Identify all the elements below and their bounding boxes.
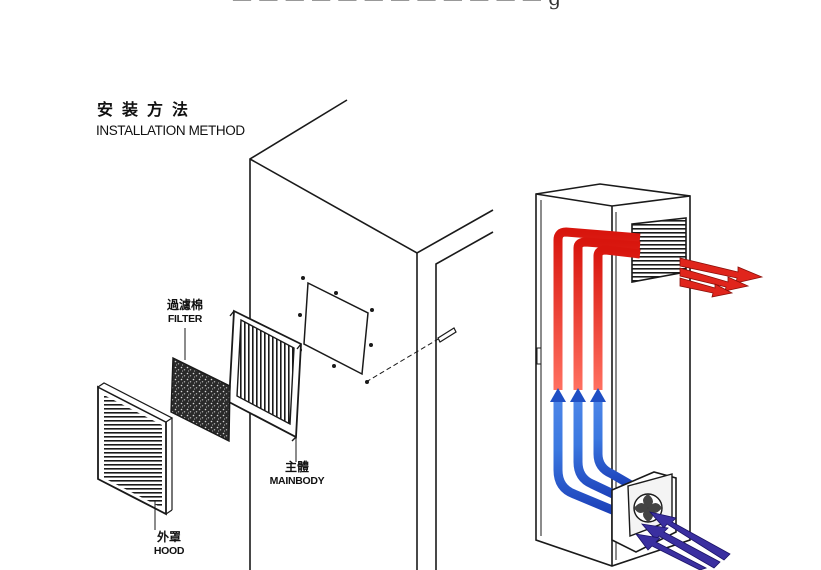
- hot-airflow-arrows: [553, 227, 641, 390]
- intake-arrows: [635, 511, 731, 570]
- filter-pad: [170, 328, 231, 443]
- hood-label-en: HOOD: [153, 545, 185, 557]
- cool-airflow-arrows: [550, 388, 639, 519]
- mainbody-label: 主體 MAINBODY: [262, 458, 332, 487]
- hood-label: 外罩 HOOD: [134, 528, 204, 557]
- cut-off-caption: — — — — — — — — — — — — g: [232, 0, 561, 10]
- cabinet-wall: [249, 99, 494, 570]
- hood-label-cn: 外罩: [156, 530, 181, 544]
- hood-cover: [96, 382, 174, 530]
- filter-label-en: FILTER: [167, 313, 203, 325]
- mainbody-label-cn: 主體: [284, 460, 309, 474]
- filter-label-cn: 過濾棉: [166, 298, 203, 312]
- installation-title-cn: 安装方法: [97, 100, 198, 119]
- mainbody-frame: [228, 309, 302, 462]
- installation-title-en: INSTALLATION METHOD: [96, 123, 245, 138]
- screw: [365, 327, 457, 383]
- exhaust-arrows: [679, 257, 764, 298]
- filter-label: 過濾棉 FILTER: [150, 296, 220, 325]
- cutout-panel: [298, 276, 374, 384]
- mainbody-label-en: MAINBODY: [269, 475, 325, 487]
